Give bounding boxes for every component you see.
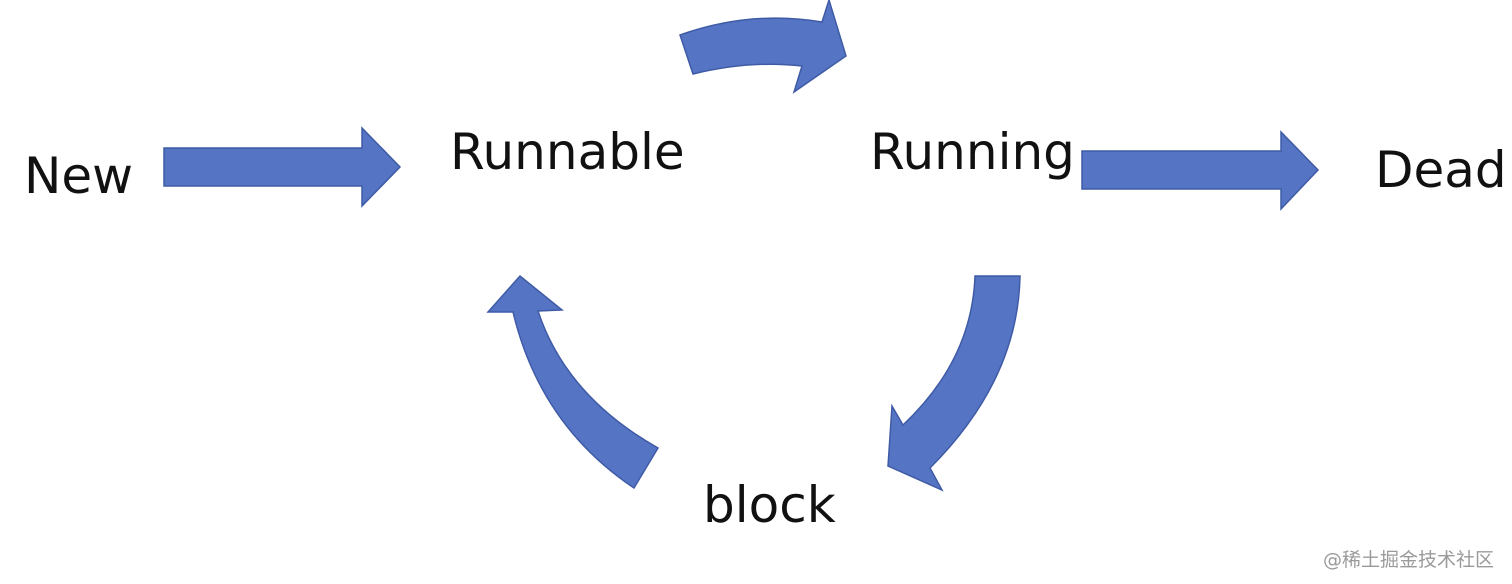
state-block: block	[703, 476, 836, 534]
state-new: New	[24, 147, 133, 205]
arrow-block-to-runnable	[486, 274, 660, 490]
arrow-new-to-runnable	[163, 126, 402, 208]
watermark: @稀土掘金技术社区	[1323, 549, 1494, 571]
state-running: Running	[870, 123, 1075, 181]
arrow-running-to-block	[887, 275, 1021, 492]
state-dead: Dead	[1375, 141, 1507, 199]
state-runnable: Runnable	[450, 123, 685, 181]
arrow-running-to-dead	[1081, 130, 1320, 211]
arrow-runnable-to-running	[679, 0, 847, 94]
